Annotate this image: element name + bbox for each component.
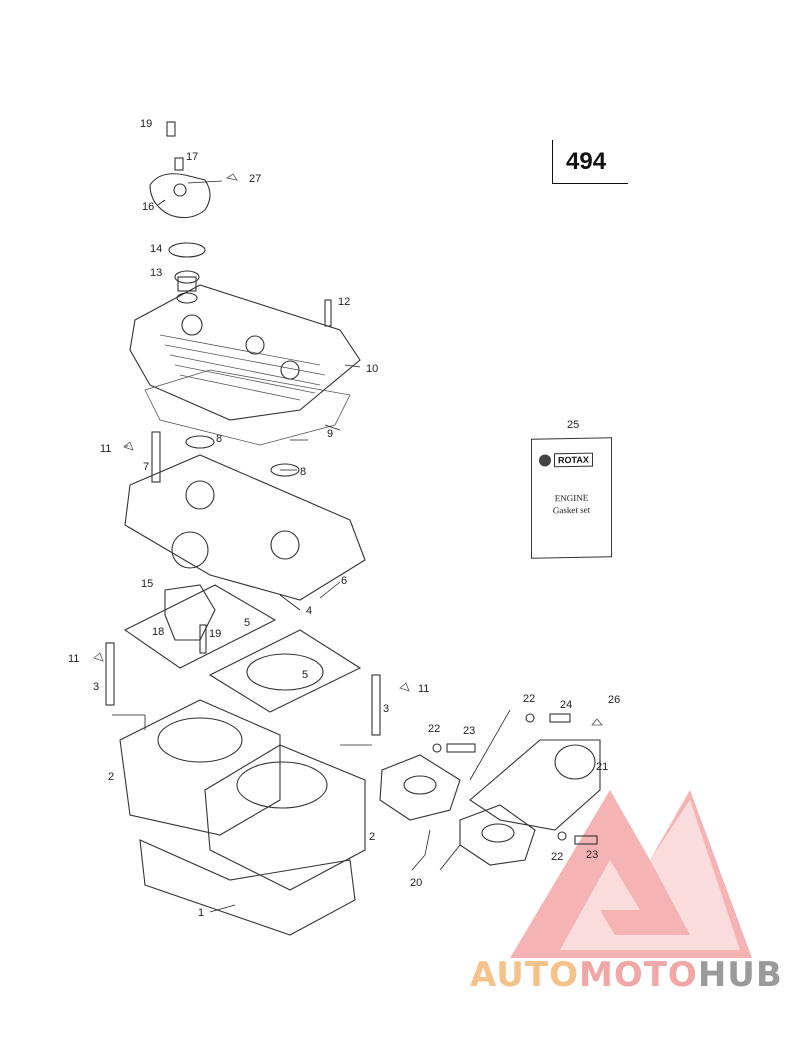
watermark-text: AUTOMOTOHUB: [470, 955, 783, 995]
callout-20: 20: [410, 877, 422, 889]
callout-18: 18: [152, 626, 164, 638]
callouts: 1 2 2 3 3 4 5 5 6 7 8 8 9 10 11 11 11 12…: [68, 118, 620, 919]
kit-subtitle: Gasket set: [552, 504, 591, 516]
water-elbow: [164, 584, 216, 641]
cylinder-head-cover: [129, 284, 361, 421]
callout-19: 19: [209, 628, 221, 640]
callout-10: 10: [366, 363, 378, 375]
stud: [371, 674, 381, 736]
callout-5: 5: [244, 617, 250, 629]
o-ring: [270, 463, 300, 477]
page-number: 494: [566, 148, 607, 175]
gasket-kit-package: ROTAX ENGINE Gasket set: [531, 437, 612, 559]
callout-8: 8: [216, 433, 222, 445]
watermark-hub: HUB: [697, 955, 783, 995]
callout-11: 11: [418, 683, 429, 695]
thermostat-cover: [149, 121, 238, 219]
callout-13: 13: [150, 267, 162, 279]
callout-3: 3: [93, 681, 99, 693]
cylinder-head: [124, 431, 366, 601]
watermark-logo-icon: [510, 790, 752, 958]
callout-27: 27: [249, 173, 261, 185]
callout-26: 26: [608, 694, 620, 706]
callout-1: 1: [198, 907, 204, 919]
callout-2: 2: [108, 771, 114, 783]
callout-22: 22: [523, 693, 535, 705]
callout-2: 2: [369, 831, 375, 843]
callout-22: 22: [428, 723, 440, 735]
callout-11: 11: [68, 653, 79, 665]
head-gasket: [144, 369, 351, 446]
callout-14: 14: [150, 243, 162, 255]
bolt: [199, 624, 207, 654]
page-number-frame: [552, 140, 553, 184]
callout-15: 15: [141, 578, 153, 590]
callout-21: 21: [596, 761, 608, 773]
o-ring: [185, 435, 215, 449]
callout-23: 23: [586, 849, 598, 861]
callout-22: 22: [551, 851, 563, 863]
callout-3: 3: [383, 703, 389, 715]
rotax-logo-icon: [539, 454, 551, 467]
cylinder-gasket: [123, 584, 277, 669]
callout-24: 24: [560, 699, 572, 711]
kit-title: ENGINE: [554, 492, 589, 504]
callout-25: 25: [567, 419, 579, 431]
callout-17: 17: [186, 151, 198, 163]
watermark-auto: AUTO: [470, 955, 579, 995]
page-number-underline: [552, 183, 628, 184]
callout-6: 6: [341, 575, 347, 587]
callout-8: 8: [300, 466, 306, 478]
callout-19: 19: [140, 118, 152, 130]
callout-12: 12: [338, 296, 350, 308]
thermostat-parts: [168, 242, 206, 304]
callout-4: 4: [306, 605, 312, 617]
watermark-moto: MOTO: [578, 955, 698, 995]
cylinder-gasket: [208, 629, 362, 713]
callout-7: 7: [143, 461, 149, 473]
cylinders: [119, 699, 366, 936]
leader-lines: [112, 180, 511, 913]
stud: [105, 642, 115, 706]
exhaust-manifold: [379, 713, 603, 866]
callout-16: 16: [142, 201, 154, 213]
callout-23: 23: [463, 725, 475, 737]
callout-9: 9: [327, 428, 333, 440]
callout-11: 11: [100, 443, 111, 455]
callout-5: 5: [302, 669, 308, 681]
kit-brand: ROTAX: [554, 452, 593, 468]
